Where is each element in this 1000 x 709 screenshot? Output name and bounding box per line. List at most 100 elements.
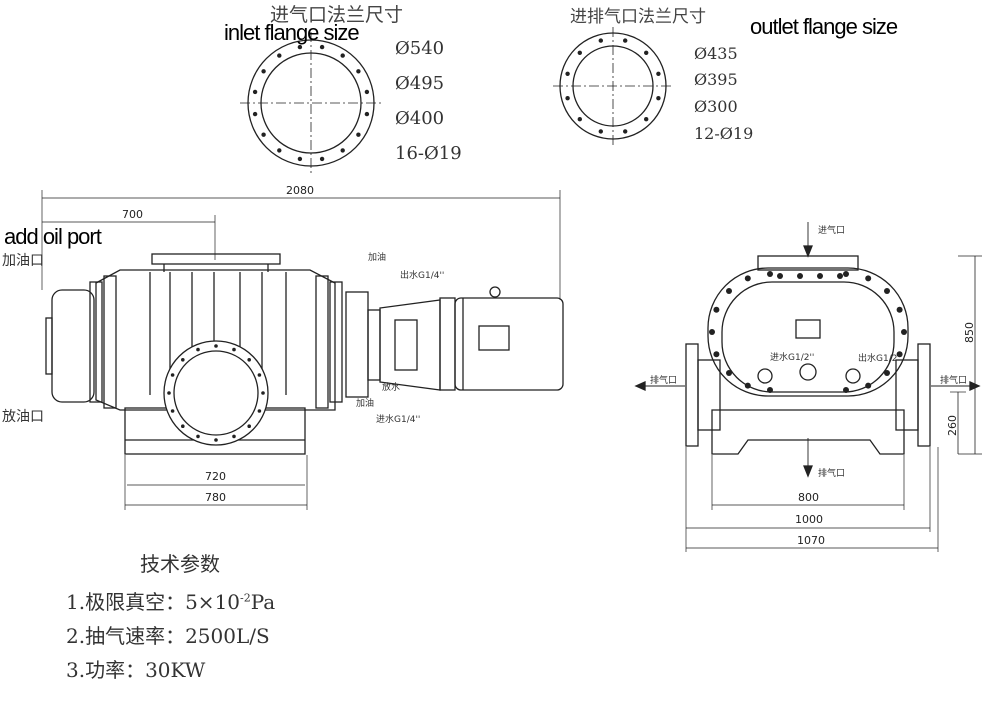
- bolt-hole: [577, 50, 582, 55]
- inlet-bolt-holes: [252, 44, 370, 162]
- side-flange-bolt-holes: [167, 344, 265, 442]
- add-oil-port-en: add oil port: [4, 224, 102, 249]
- bolt-hole: [837, 273, 843, 279]
- bolt-hole: [767, 271, 773, 277]
- bolt-hole: [364, 89, 370, 95]
- inlet-dim-1: Ø540: [395, 38, 445, 59]
- outlet-dim-4: 12-Ø19: [694, 124, 754, 143]
- bolt-hole: [598, 129, 603, 134]
- end-exhaust-bottom: 排气口: [818, 469, 846, 479]
- bolt-hole: [261, 132, 266, 137]
- bolt-hole: [744, 382, 751, 389]
- spec-line-1: 1.极限真空：5×10-2Pa: [66, 586, 275, 615]
- specs-title: 技术参数: [140, 552, 220, 576]
- end-exhaust-left: 排气口: [650, 376, 678, 386]
- inlet-title-cn: 进气口法兰尺寸: [270, 4, 404, 26]
- label-jiayou-bottom: 加油: [356, 399, 375, 409]
- bolt-hole: [744, 275, 751, 282]
- bolt-hole: [726, 370, 732, 376]
- bolt-hole: [777, 273, 783, 279]
- bolt-hole: [261, 391, 265, 395]
- bolt-hole: [277, 148, 282, 153]
- dim-720: 720: [205, 470, 226, 483]
- outlet-dim-1: Ø435: [694, 44, 738, 63]
- end-water-out: 出水G1/2'': [858, 354, 903, 364]
- bolt-hole: [257, 373, 262, 377]
- end-view-bolt-holes: [709, 271, 907, 393]
- inlet-dim-4: 16-Ø19: [395, 143, 462, 164]
- bolt-hole: [170, 373, 175, 377]
- dim-260: 260: [946, 415, 959, 436]
- end-exhaust-right: 排气口: [940, 376, 968, 386]
- spec-line-1-exp: -2: [240, 591, 251, 605]
- bolt-hole: [843, 387, 849, 393]
- outlet-dim-2: Ø395: [694, 70, 738, 89]
- bolt-hole: [214, 344, 218, 348]
- bolt-hole: [247, 424, 251, 429]
- bolt-hole: [232, 434, 236, 439]
- bolt-hole: [865, 275, 872, 282]
- add-oil-cn: 加油口: [2, 253, 44, 269]
- bolt-hole: [170, 409, 175, 413]
- bolt-hole: [713, 306, 720, 313]
- bolt-hole: [196, 347, 200, 352]
- bolt-hole: [709, 329, 715, 335]
- end-water-in: 进水G1/2'': [770, 353, 815, 363]
- bolt-hole: [277, 53, 282, 58]
- bolt-hole: [252, 111, 258, 117]
- bolt-hole: [598, 38, 603, 43]
- bolt-hole: [297, 44, 303, 50]
- dim-800: 800: [798, 491, 819, 504]
- outlet-flange-drawing: [553, 27, 673, 145]
- bolt-hole: [252, 89, 258, 95]
- spec-line-1-prefix: 1.极限真空：5×10: [66, 590, 241, 614]
- label-jiayou-top: 加油: [368, 253, 387, 263]
- bolt-hole: [713, 351, 720, 358]
- bolt-hole: [797, 273, 803, 279]
- bolt-hole: [196, 434, 200, 439]
- bolt-hole: [623, 38, 628, 43]
- bolt-hole: [865, 382, 872, 389]
- outlet-dim-3: Ø300: [694, 97, 738, 116]
- spec-line-1-unit: Pa: [250, 590, 276, 614]
- label-fangshui: 放水: [382, 383, 401, 393]
- bolt-hole: [644, 50, 649, 55]
- outlet-title-cn: 进排气口法兰尺寸: [570, 7, 706, 27]
- bolt-hole: [884, 370, 890, 376]
- bolt-hole: [232, 347, 236, 352]
- bolt-hole: [896, 306, 903, 313]
- label-water-out: 出水G1/4'': [400, 271, 445, 281]
- bolt-hole: [767, 387, 773, 393]
- bolt-hole: [297, 156, 303, 162]
- dim-2080: 2080: [286, 184, 314, 197]
- bolt-hole: [181, 358, 185, 362]
- bolt-hole: [726, 288, 732, 294]
- inlet-dim-3: Ø400: [395, 108, 445, 129]
- bolt-hole: [319, 156, 325, 162]
- bolt-hole: [884, 288, 890, 294]
- bolt-hole: [340, 148, 345, 153]
- dim-1000: 1000: [795, 513, 823, 526]
- bolt-hole: [364, 111, 370, 117]
- bolt-hole: [167, 391, 171, 395]
- bolt-hole: [843, 271, 849, 277]
- bolt-hole: [261, 69, 266, 74]
- outlet-title-en: outlet flange size: [750, 14, 898, 39]
- bolt-hole: [247, 358, 251, 362]
- bolt-hole: [319, 44, 325, 50]
- bolt-hole: [656, 71, 661, 77]
- outlet-bolt-holes: [565, 38, 661, 134]
- label-water-in: 进水G1/4'': [376, 415, 421, 425]
- dim-850: 850: [963, 322, 976, 343]
- spec-line-2: 2.抽气速率：2500L/S: [66, 624, 270, 648]
- bolt-hole: [901, 329, 907, 335]
- drain-oil-cn: 放油口: [2, 409, 44, 425]
- bolt-hole: [896, 351, 903, 358]
- bolt-hole: [565, 96, 570, 101]
- bolt-hole: [644, 117, 649, 122]
- dim-700: 700: [122, 208, 143, 221]
- bolt-hole: [257, 409, 262, 413]
- bolt-hole: [356, 69, 361, 74]
- bolt-hole: [214, 438, 218, 442]
